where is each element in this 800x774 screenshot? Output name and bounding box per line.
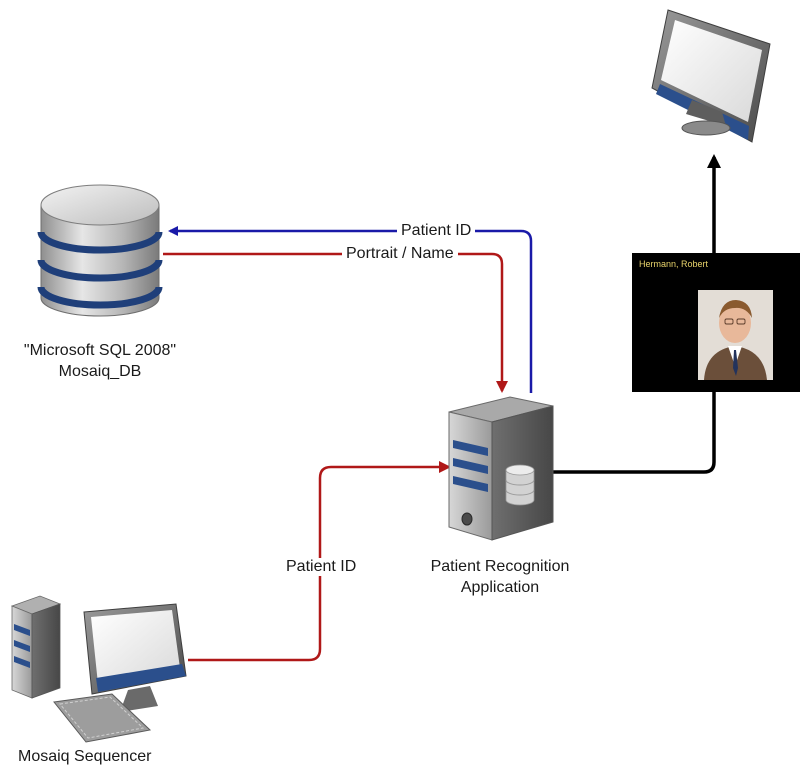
patient-name-text: Hermann, Robert xyxy=(639,259,709,269)
desktop-computer-icon xyxy=(10,595,187,743)
server-label-line1: Patient Recognition xyxy=(430,558,570,575)
monitor-icon xyxy=(651,9,771,143)
database-label-line1: "Microsoft SQL 2008" xyxy=(23,342,177,359)
server-to-db-label: Patient ID xyxy=(397,222,476,240)
database-label-line2: Mosaiq_DB xyxy=(58,363,142,380)
patient-portrait-icon xyxy=(698,290,773,380)
patient-id-request-arrow xyxy=(168,226,533,393)
server-icon xyxy=(448,396,554,541)
display-output-connector xyxy=(548,392,716,474)
sequencer-to-server-label: Patient ID xyxy=(282,558,361,576)
workstation-label: Mosaiq Sequencer xyxy=(18,748,152,765)
database-icon xyxy=(37,184,163,317)
server-label-line2: Application xyxy=(460,579,540,596)
patient-popup xyxy=(632,253,800,392)
db-to-server-label: Portrait / Name xyxy=(342,245,458,263)
portrait-name-response-arrow xyxy=(163,252,508,393)
database-label: "Microsoft SQL 2008" Mosaiq_DB xyxy=(8,340,192,382)
server-label: Patient Recognition Application xyxy=(400,556,600,598)
